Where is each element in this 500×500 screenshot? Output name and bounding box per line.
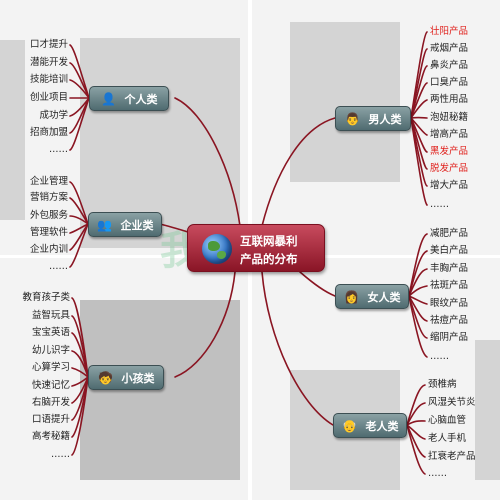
leaf-men: 鼻炎产品 bbox=[430, 60, 469, 71]
leaf-women: 祛痘产品 bbox=[430, 315, 469, 326]
group-icon: 👥 bbox=[97, 217, 112, 232]
leaf-elderly: …… bbox=[428, 468, 447, 479]
leaf-enterprise: 企业管理 bbox=[29, 176, 68, 187]
leaf-children: 右脑开发 bbox=[31, 397, 70, 408]
branch-label: 男人类 bbox=[368, 112, 402, 126]
leaf-enterprise: 营销方案 bbox=[29, 192, 68, 203]
child-icon: 🧒 bbox=[98, 370, 113, 385]
leaf-women: 缩阴产品 bbox=[430, 332, 469, 343]
background-photo bbox=[80, 300, 240, 480]
central-topic-line1: 互联网暴利 bbox=[240, 234, 298, 248]
branch-label: 企业类 bbox=[120, 218, 154, 232]
leaf-men-highlighted: 壮阳产品 bbox=[430, 26, 469, 37]
branch-women: 👩 女人类 bbox=[335, 284, 409, 309]
leaf-personal: 创业项目 bbox=[29, 92, 68, 103]
person-icon: 👤 bbox=[101, 91, 116, 106]
leaf-men: 增大产品 bbox=[430, 180, 469, 191]
leaf-personal: 招商加盟 bbox=[29, 127, 68, 138]
link-center-men bbox=[261, 117, 336, 227]
link-center-elderly bbox=[261, 271, 334, 426]
leaf-personal: 口才提升 bbox=[29, 39, 68, 50]
leaf-women: 美白产品 bbox=[430, 245, 469, 256]
leaf-children: …… bbox=[51, 449, 70, 460]
leaf-children: 教育孩子类 bbox=[22, 292, 70, 303]
leaf-elderly: 心脑血管 bbox=[428, 415, 467, 426]
leaf-elderly: 风湿关节炎 bbox=[428, 397, 476, 408]
branch-enterprise: 👥 企业类 bbox=[88, 212, 162, 237]
leaf-personal: 技能培训 bbox=[29, 74, 68, 85]
leaf-men: 泡妞秘籍 bbox=[430, 112, 469, 123]
leaf-women: …… bbox=[430, 351, 449, 362]
elderly-couple-icon: 👴 bbox=[342, 418, 357, 433]
link-center-personal bbox=[174, 97, 241, 227]
central-topic: 互联网暴利 产品的分布 bbox=[187, 224, 325, 272]
leaf-children: 心算学习 bbox=[31, 362, 70, 373]
leaf-women: 祛斑产品 bbox=[430, 280, 469, 291]
branch-men: 👨 男人类 bbox=[335, 106, 411, 131]
link-center-children bbox=[174, 271, 236, 378]
globe-icon bbox=[202, 234, 232, 264]
leaf-women: 减肥产品 bbox=[430, 228, 469, 239]
branch-elderly: 👴 老人类 bbox=[333, 413, 407, 438]
leaf-children: 益智玩具 bbox=[31, 310, 70, 321]
leaf-children: 高考秘籍 bbox=[31, 431, 70, 442]
leaf-enterprise: 管理软件 bbox=[29, 227, 68, 238]
central-topic-line2: 产品的分布 bbox=[240, 252, 298, 266]
leaf-men-highlighted: 黑发产品 bbox=[430, 146, 469, 157]
leaf-children: 口语提升 bbox=[31, 414, 70, 425]
leaf-elderly: 颈椎病 bbox=[428, 379, 457, 390]
leaf-elderly: 扛衰老产品 bbox=[428, 451, 476, 462]
branch-personal: 👤 个人类 bbox=[89, 86, 169, 111]
leaf-men: 戒烟产品 bbox=[430, 43, 469, 54]
leaf-personal: 潜能开发 bbox=[29, 57, 68, 68]
woman-icon: 👩 bbox=[344, 289, 359, 304]
leaf-men: 两性用品 bbox=[430, 94, 469, 105]
leaf-men: 增高产品 bbox=[430, 129, 469, 140]
businessman-icon: 👨 bbox=[345, 111, 360, 126]
leaf-children: 快速记忆 bbox=[31, 380, 70, 391]
leaf-enterprise: 企业内训 bbox=[29, 244, 68, 255]
background-photo bbox=[0, 40, 25, 220]
branch-label: 小孩类 bbox=[121, 371, 155, 385]
background-photo bbox=[475, 340, 500, 480]
leaf-personal: 成功学 bbox=[39, 110, 68, 121]
leaf-enterprise: …… bbox=[49, 261, 68, 272]
link-center-enterprise bbox=[159, 223, 189, 233]
leaf-men-highlighted: 脱发产品 bbox=[430, 163, 469, 174]
leaf-children: 宝宝英语 bbox=[31, 327, 70, 338]
leaf-women: 丰胸产品 bbox=[430, 263, 469, 274]
background-photo bbox=[290, 22, 400, 182]
branch-label: 个人类 bbox=[124, 92, 158, 106]
branch-children: 🧒 小孩类 bbox=[88, 365, 164, 390]
branch-label: 老人类 bbox=[365, 419, 399, 433]
leaf-men: 口臭产品 bbox=[430, 77, 469, 88]
leaf-personal: …… bbox=[49, 144, 68, 155]
leaf-elderly: 老人手机 bbox=[428, 433, 467, 444]
link-center-women bbox=[299, 271, 336, 297]
leaf-enterprise: 外包服务 bbox=[29, 210, 68, 221]
leaf-men: …… bbox=[430, 199, 449, 210]
leaf-children: 幼儿识字 bbox=[31, 345, 70, 356]
leaf-women: 眼纹产品 bbox=[430, 298, 469, 309]
branch-label: 女人类 bbox=[367, 290, 401, 304]
